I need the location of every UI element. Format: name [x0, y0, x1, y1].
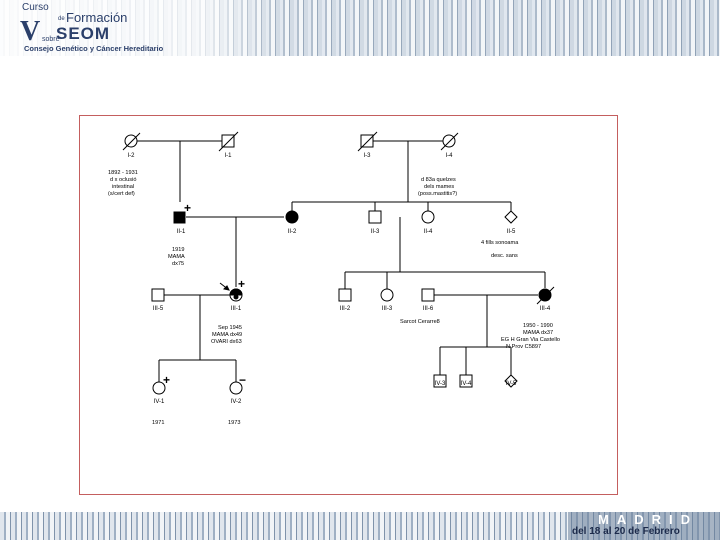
note-II1-cause2: intestinal [112, 184, 134, 190]
plus-marker-III1: + [238, 277, 245, 291]
label-II4: II-4 [424, 229, 433, 235]
label-III4: III-4 [540, 306, 551, 312]
footer-city: MADRID [598, 512, 698, 527]
note-II1-cause: d x oclusió [110, 177, 136, 183]
individual-III5 [151, 288, 165, 302]
individual-I2 [122, 132, 141, 151]
pedigree-lines [137, 140, 546, 382]
individual-IV1 [152, 381, 166, 395]
individual-I4 [440, 132, 459, 151]
note-II1-dates: 1892 - 1931 [108, 170, 138, 176]
note-IV1-year: 1971 [152, 420, 164, 426]
note-II1-year: 1919 [172, 247, 184, 253]
note-III4-dates: 1950 - 1990 [523, 323, 553, 329]
individual-III6 [421, 288, 435, 302]
note-II1-mama: MAMA [168, 254, 185, 260]
generation-IV [152, 374, 518, 395]
individual-III2 [338, 288, 352, 302]
individual-I3 [357, 131, 378, 152]
note-III4-ref: N Prov C5897 [506, 344, 541, 350]
label-III5: III-5 [153, 306, 164, 312]
individual-II2 [285, 210, 299, 224]
logo-sobre: sobre [42, 36, 60, 43]
note-gen-I-right3: (poss.mastitis?) [418, 191, 457, 197]
logo-de: de [58, 16, 65, 22]
note-III4-mama: MAMA dx37 [523, 330, 553, 336]
label-I4: I-4 [445, 153, 453, 159]
course-logo: Curso Formación de V SEOM sobre Consejo … [0, 0, 220, 56]
individual-II5 [504, 210, 518, 224]
individual-III3 [380, 288, 394, 302]
individual-II3 [368, 210, 382, 224]
label-III3: III-3 [382, 306, 393, 312]
individual-II4 [421, 210, 435, 224]
note-III1-ovari: OVARI dx63 [211, 339, 242, 345]
label-IV5: IV-5 [506, 381, 517, 387]
label-III1: III-1 [231, 306, 242, 312]
note-III1-mama: MAMA dx49 [212, 332, 242, 338]
individual-I1 [218, 131, 239, 152]
logo-roman-numeral: V [20, 16, 41, 47]
note-II5-healthy: desc. sans [491, 253, 518, 259]
individual-IV3 [433, 374, 447, 388]
note-gen-I-right: d 83a quelzes [421, 177, 456, 183]
plus-marker-IV1: + [163, 373, 170, 387]
label-IV4: IV-4 [461, 381, 472, 387]
individual-IV5 [504, 374, 518, 388]
individual-III4 [536, 286, 555, 305]
generation-I [122, 131, 459, 152]
note-III6: Sarcot Cerarre8 [400, 319, 440, 325]
logo-subtitle: Consejo Genético y Cáncer Hereditario [24, 44, 164, 53]
footer-dates: del 18 al 20 de Febrero [572, 526, 680, 537]
annotations: 1892 - 1931 d x oclusió intestinal (s/ce… [108, 170, 560, 426]
label-II3: II-3 [371, 229, 380, 235]
label-IV1: IV-1 [154, 399, 165, 405]
individual-IV2 [229, 381, 243, 395]
note-III4-hospital: EG H Gran Via Castello [501, 337, 560, 343]
note-II1-dx: dx75 [172, 261, 184, 267]
generation-II [173, 210, 518, 224]
label-II1: II-1 [177, 229, 186, 235]
individual-II1 [173, 211, 186, 224]
label-III6: III-6 [423, 306, 434, 312]
minus-marker-IV2: − [239, 373, 246, 387]
logo-curso: Curso [22, 2, 49, 13]
individual-IV4 [459, 374, 473, 388]
label-II5: II-5 [507, 229, 516, 235]
individual-labels: I-2 I-1 I-3 I-4 II-1 II-2 II-3 II-4 II-5… [127, 153, 550, 405]
logo-formacion: Formación [66, 10, 128, 25]
test-markers: + + + − [163, 201, 246, 387]
generation-III [151, 282, 555, 305]
label-IV3: IV-3 [435, 381, 446, 387]
note-II1-cert: (s/cert def) [108, 191, 135, 197]
label-III2: III-2 [340, 306, 351, 312]
note-II5-children: 4 fills sonoama [481, 240, 519, 246]
label-I3: I-3 [363, 153, 371, 159]
note-III1-born: Sep 1945 [218, 325, 242, 331]
logo-seom: SEOM [56, 24, 111, 43]
pedigree-frame [79, 115, 618, 495]
header-banner [0, 0, 720, 56]
label-I2: I-2 [127, 153, 135, 159]
note-gen-I-right2: dels mames [424, 184, 454, 190]
plus-marker-II1: + [184, 201, 191, 215]
proband-arrowhead [222, 285, 230, 291]
label-I1: I-1 [224, 153, 232, 159]
note-IV2-year: 1973 [228, 420, 240, 426]
individual-III1 [219, 282, 243, 302]
label-IV2: IV-2 [231, 399, 242, 405]
label-II2: II-2 [288, 229, 297, 235]
footer-city-box [568, 512, 720, 540]
